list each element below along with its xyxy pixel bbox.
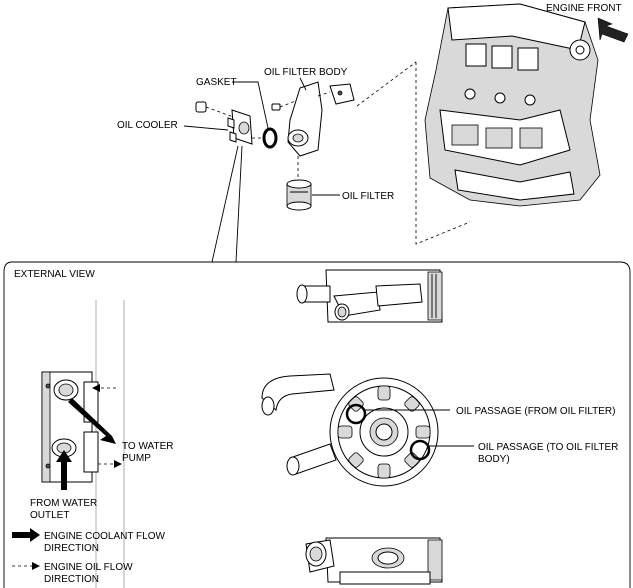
oil-cooler-top-view bbox=[296, 269, 443, 323]
legend-oil-line-2: DIRECTION bbox=[44, 574, 99, 585]
from-water-outlet-label-1: FROM WATER bbox=[30, 498, 97, 509]
from-water-outlet-label-2: OUTLET bbox=[30, 510, 69, 521]
oil-cooler-bottom-view bbox=[305, 537, 443, 585]
oil-filter-label: OIL FILTER bbox=[342, 191, 394, 202]
legend: ENGINE COOLANT FLOW DIRECTION ENGINE OIL… bbox=[12, 528, 166, 585]
external-view-label: EXTERNAL VIEW bbox=[14, 269, 95, 280]
cooler-fins bbox=[337, 385, 431, 479]
oil-passage-from-label: OIL PASSAGE (FROM OIL FILTER) bbox=[456, 406, 615, 417]
oil-passage-to-label-2: BODY) bbox=[478, 454, 510, 465]
gasket-label: GASKET bbox=[196, 77, 237, 88]
oil-filter-body-part bbox=[287, 81, 355, 157]
bolt-icon bbox=[195, 101, 237, 119]
oil-filter-body-label: OIL FILTER BODY bbox=[264, 67, 348, 78]
gasket-part bbox=[262, 127, 278, 149]
external-view-frame bbox=[3, 261, 631, 588]
view-callout-line-left bbox=[211, 145, 239, 263]
engine-front-label: ENGINE FRONT bbox=[546, 3, 622, 14]
coolant-flow-out-arrow-icon bbox=[68, 398, 116, 444]
oil-cooler-label: OIL COOLER bbox=[117, 120, 178, 131]
oil-cooler-part bbox=[227, 109, 253, 145]
oil-filter-part bbox=[286, 179, 312, 211]
coolant-legend-arrow-icon bbox=[12, 528, 40, 542]
coolant-flow-in-arrow-icon bbox=[56, 450, 72, 490]
view-callout-line-right bbox=[235, 145, 243, 263]
engine-front-arrow-icon bbox=[597, 17, 629, 43]
to-water-pump-label-2: PUMP bbox=[122, 453, 151, 464]
engine-projection-right bbox=[415, 62, 471, 245]
legend-oil-line-1: ENGINE OIL FLOW bbox=[44, 562, 133, 573]
oil-passage-from-marker bbox=[345, 403, 367, 425]
oil-cooler-front-view bbox=[261, 373, 439, 487]
oil-passage-to-marker bbox=[409, 439, 431, 461]
engine-block-illustration bbox=[424, 3, 601, 207]
legend-coolant-line-1: ENGINE COOLANT FLOW bbox=[44, 531, 166, 542]
engine-projection-top bbox=[356, 61, 417, 107]
to-water-pump-label-1: TO WATER bbox=[122, 441, 173, 452]
oil-passage-to-label-1: OIL PASSAGE (TO OIL FILTER bbox=[478, 442, 618, 453]
legend-coolant-line-2: DIRECTION bbox=[44, 543, 99, 554]
